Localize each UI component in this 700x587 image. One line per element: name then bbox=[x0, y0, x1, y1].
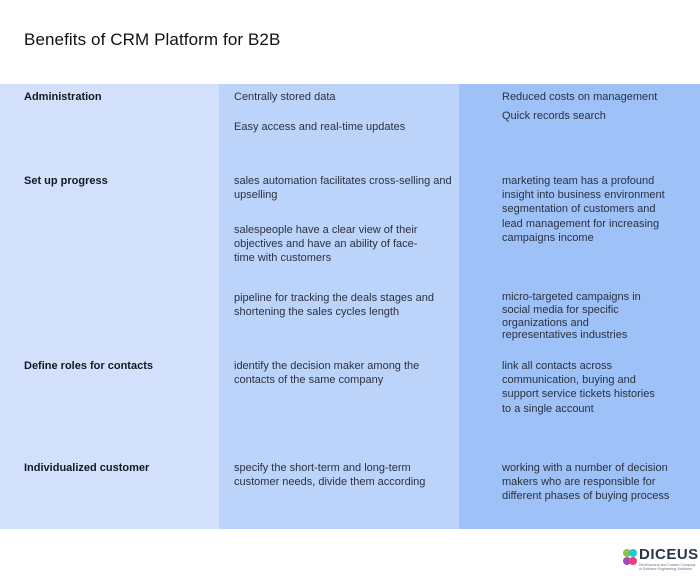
cell-text: micro-targeted campaigns in social media… bbox=[502, 291, 641, 342]
cell-text: working with a number of decision makers… bbox=[502, 462, 670, 503]
column-benefits-a bbox=[219, 84, 459, 529]
cell-text: Reduced costs on management bbox=[502, 91, 658, 103]
cell-text: Centrally stored data bbox=[234, 91, 336, 103]
logo-wordmark: DICEUS bbox=[639, 546, 699, 563]
cell-text: specify the short-term and long-term cus… bbox=[234, 462, 426, 489]
cell-text: pipeline for tracking the deals stages a… bbox=[234, 292, 434, 319]
logo-tagline: Development and Custom Company of Softwa… bbox=[639, 563, 696, 571]
cell-text: sales automation facilitates cross-selli… bbox=[234, 175, 452, 202]
row-label-set-up-progress: Set up progress bbox=[24, 175, 108, 187]
cell-text: salespeople have a clear view of their o… bbox=[234, 224, 418, 265]
logo-mark-icon bbox=[623, 549, 637, 565]
cell-text: link all contacts across communication, … bbox=[502, 360, 655, 415]
row-label-individualized-customer: Individualized customer bbox=[24, 462, 150, 474]
cell-text: marketing team has a profound insight in… bbox=[502, 175, 665, 244]
cell-text: Easy access and real-time updates bbox=[234, 121, 406, 133]
diceus-logo: DICEUS Development and Custom Company of… bbox=[622, 546, 699, 575]
column-benefits-b bbox=[459, 84, 700, 529]
cell-text: Quick records search bbox=[502, 110, 606, 122]
column-category bbox=[0, 84, 219, 529]
benefits-table: Administration Centrally stored data Eas… bbox=[0, 84, 700, 529]
row-label-define-roles: Define roles for contacts bbox=[24, 360, 153, 372]
page-title: Benefits of CRM Platform for B2B bbox=[24, 30, 281, 49]
cell-text: identify the decision maker among the co… bbox=[234, 360, 420, 387]
row-label-administration: Administration bbox=[24, 91, 102, 103]
